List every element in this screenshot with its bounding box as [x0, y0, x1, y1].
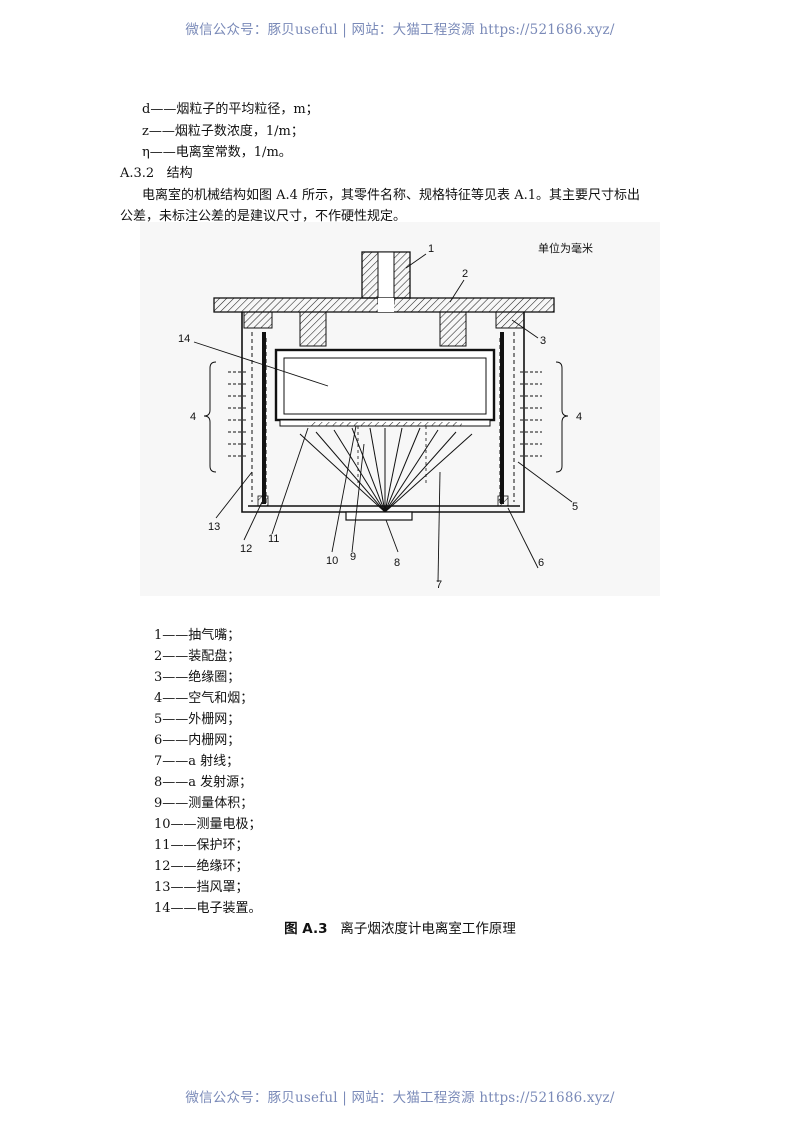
callout-label: 5: [572, 501, 578, 513]
legend-item: 14——电子装置。: [154, 901, 262, 916]
callout-label: 4: [190, 411, 196, 423]
callout-label: 11: [268, 533, 279, 545]
watermark-top: 微信公众号：豚贝useful | 网站：大猫工程资源 https://52168…: [185, 22, 615, 38]
figure-caption-title: 离子烟浓度计电离室工作原理: [340, 921, 516, 937]
legend-item: 10——测量电极；: [154, 817, 262, 832]
air-smoke-flow-left: [228, 371, 248, 457]
unit-note: 单位为毫米: [538, 241, 593, 255]
figure-caption: 图 A.3 离子烟浓度计电离室工作原理: [0, 917, 800, 937]
legend-item: 7——a 射线；: [154, 754, 240, 769]
watermark-bottom: 微信公众号：豚贝useful | 网站：大猫工程资源 https://52168…: [185, 1090, 615, 1106]
electronic-device: [274, 348, 496, 422]
legend-item: 2——装配盘；: [154, 649, 241, 664]
callout-label: 13: [208, 521, 220, 533]
legend-item: 1——抽气嘴；: [154, 628, 241, 643]
emitter-base: [345, 511, 413, 521]
callout-label: 3: [540, 335, 546, 347]
definition-item: d——烟粒子的平均粒径，m；: [142, 102, 319, 117]
legend-item: 11——保护环；: [154, 838, 249, 853]
callout-label: 2: [462, 268, 468, 280]
legend-item: 12——绝缘环；: [154, 859, 249, 874]
air-smoke-flow-right: [520, 371, 542, 457]
callout-label: 14: [178, 333, 190, 345]
alpha-rays: [299, 427, 473, 513]
paragraph-line: 电离室的机械结构如图 A.4 所示，其零件名称、规格特征等见表 A.1。其主要尺…: [142, 188, 640, 203]
legend-item: 5——外栅网；: [154, 712, 241, 727]
ionization-chamber-figure: 单位为毫米: [140, 222, 660, 596]
legend-item: 4——空气和烟；: [154, 691, 254, 706]
callout-label: 6: [538, 557, 544, 569]
callout-label: 7: [436, 579, 442, 591]
callout-label: 9: [350, 551, 356, 563]
section-number: A.3.2: [120, 166, 155, 181]
figure-caption-label: 图 A.3: [284, 921, 328, 937]
legend-item: 9——测量体积；: [154, 796, 254, 811]
callout-label: 8: [394, 557, 400, 569]
definition-item: z——烟粒子数浓度，1/m；: [142, 124, 304, 139]
section-title: 结构: [166, 166, 193, 181]
legend-item: 8——a 发射源；: [154, 775, 253, 790]
section-heading: A.3.2 结构: [120, 162, 193, 181]
insulation-ring: [243, 311, 273, 329]
legend-item: 13——挡风罩；: [154, 880, 249, 895]
legend-item: 6——内栅网；: [154, 733, 241, 748]
callout-label: 4: [576, 411, 582, 423]
paragraph-line: 公差，未标注公差的是建议尺寸，不作硬性规定。: [120, 209, 407, 224]
callout-label: 10: [326, 555, 338, 567]
legend-item: 3——绝缘圈；: [154, 670, 241, 685]
callout-label: 1: [428, 243, 434, 255]
definition-item: η——电离室常数，1/m。: [142, 145, 292, 160]
callout-label: 12: [240, 543, 252, 555]
